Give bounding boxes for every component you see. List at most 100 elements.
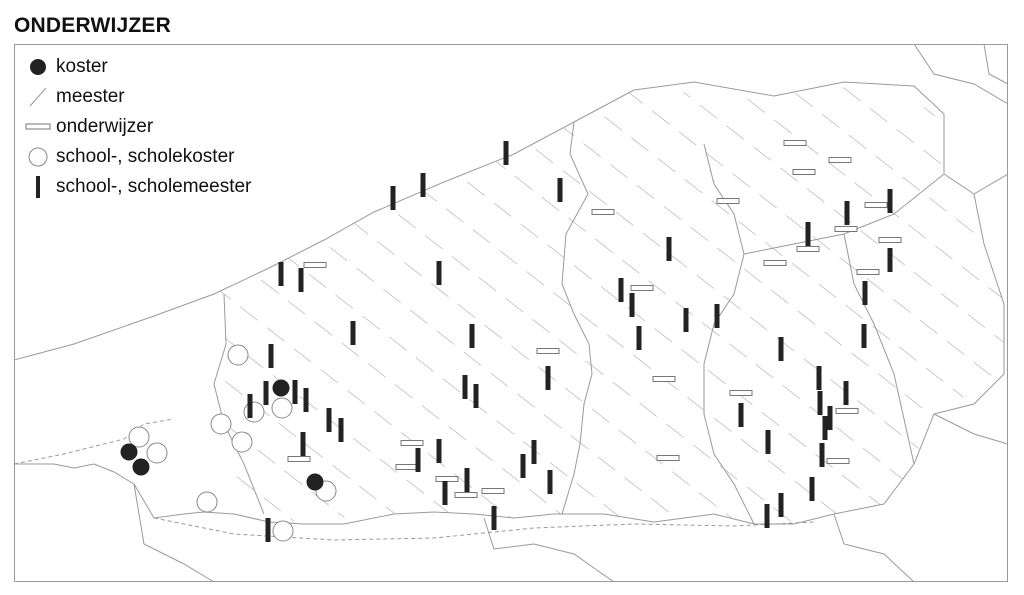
school-koster-symbol [271,397,293,419]
school-meester-symbol [462,375,468,399]
school-meester-symbol [557,178,563,202]
school-meester-symbol [326,408,332,432]
school-meester-symbol [292,380,298,404]
koster-symbol [306,473,324,491]
school-meester-symbol [547,470,553,494]
school-meester-symbol [683,308,689,332]
koster-symbol [272,379,290,397]
legend-item-onderwijzer: onderwijzer [24,112,251,142]
onderwijzer-symbol [826,458,850,464]
school-meester-symbol [765,430,771,454]
onderwijzer-symbol [395,464,419,470]
onderwijzer-symbol [400,440,424,446]
school-meester-symbol [265,518,271,542]
onderwijzer-symbol [783,140,807,146]
school-meester-symbol [520,454,526,478]
onderwijzer-symbol [591,209,615,215]
school-meester-symbol [469,324,475,348]
dialect-map [14,44,1008,582]
outer-border-7 [833,513,915,582]
onderwijzer-symbol [630,285,654,291]
school-meester-symbol [268,344,274,368]
school-meester-symbol [473,384,479,408]
school-meester-symbol [420,173,426,197]
onderwijzer-symbol [878,237,902,243]
map-legend: koster meester onderwijzer school-, scho… [24,52,252,202]
school-meester-symbol [338,418,344,442]
onderwijzer-symbol [656,455,680,461]
hatch-line-icon [29,87,47,107]
meester-hatched-area [214,82,1004,524]
onderwijzer-symbol [652,376,676,382]
onderwijzer-symbol [834,226,858,232]
school-meester-symbol [887,189,893,213]
school-meester-symbol [844,201,850,225]
legend-label: koster [56,56,108,77]
school-meester-symbol [636,326,642,350]
school-meester-symbol [464,468,470,492]
onderwijzer-symbol [835,408,859,414]
school-meester-symbol [278,262,284,286]
onderwijzer-symbol [729,390,753,396]
onderwijzer-symbol [536,348,560,354]
school-meester-symbol [491,506,497,530]
dashed-border-west [14,418,175,465]
school-koster-symbol [196,491,218,513]
school-meester-symbol [861,324,867,348]
open-circle-icon [28,147,48,167]
filled-circle-icon [30,59,46,75]
legend-item-meester: meester [24,82,251,112]
outer-border-3 [983,44,1008,85]
legend-item-school-koster: school-, scholekoster [24,142,251,172]
school-koster-symbol [272,520,294,542]
school-meester-symbol [442,481,448,505]
school-meester-symbol [545,366,551,390]
onderwijzer-symbol [287,456,311,462]
school-meester-symbol [738,403,744,427]
school-meester-symbol [503,141,509,165]
filled-bar-icon [36,176,40,198]
outer-border-4 [933,413,1008,445]
outer-border-5 [133,483,215,582]
onderwijzer-symbol [856,269,880,275]
school-koster-symbol [231,431,253,453]
school-meester-symbol [816,366,822,390]
koster-symbol [132,458,150,476]
onderwijzer-symbol [303,262,327,268]
onderwijzer-symbol [792,169,816,175]
school-koster-symbol [243,401,265,423]
legend-label: onderwijzer [56,116,154,137]
school-meester-symbol [827,406,833,430]
school-meester-symbol [819,443,825,467]
school-meester-symbol [778,493,784,517]
school-meester-symbol [350,321,356,345]
onderwijzer-symbol [796,246,820,252]
onderwijzer-symbol [435,476,459,482]
school-meester-symbol [415,448,421,472]
school-meester-symbol [822,416,828,440]
koster-symbol [120,443,138,461]
school-meester-symbol [390,186,396,210]
school-meester-symbol [531,440,537,464]
school-meester-symbol [778,337,784,361]
school-koster-symbol [146,442,168,464]
dashed-border-south [153,517,815,541]
school-meester-symbol [298,268,304,292]
onderwijzer-symbol [763,260,787,266]
outer-border-6 [483,517,615,582]
school-meester-symbol [843,381,849,405]
onderwijzer-symbol [864,202,888,208]
legend-label: school-, scholemeester [56,176,252,197]
school-meester-symbol [263,381,269,405]
onderwijzer-symbol [828,157,852,163]
school-meester-symbol [862,281,868,305]
school-meester-symbol [629,293,635,317]
legend-label: school-, scholekoster [56,146,235,167]
outer-border-2 [913,44,1008,105]
legend-label: meester [56,86,125,107]
school-meester-symbol [436,439,442,463]
onderwijzer-symbol [454,492,478,498]
school-meester-symbol [887,248,893,272]
school-koster-symbol [128,426,150,448]
legend-item-koster: koster [24,52,251,82]
